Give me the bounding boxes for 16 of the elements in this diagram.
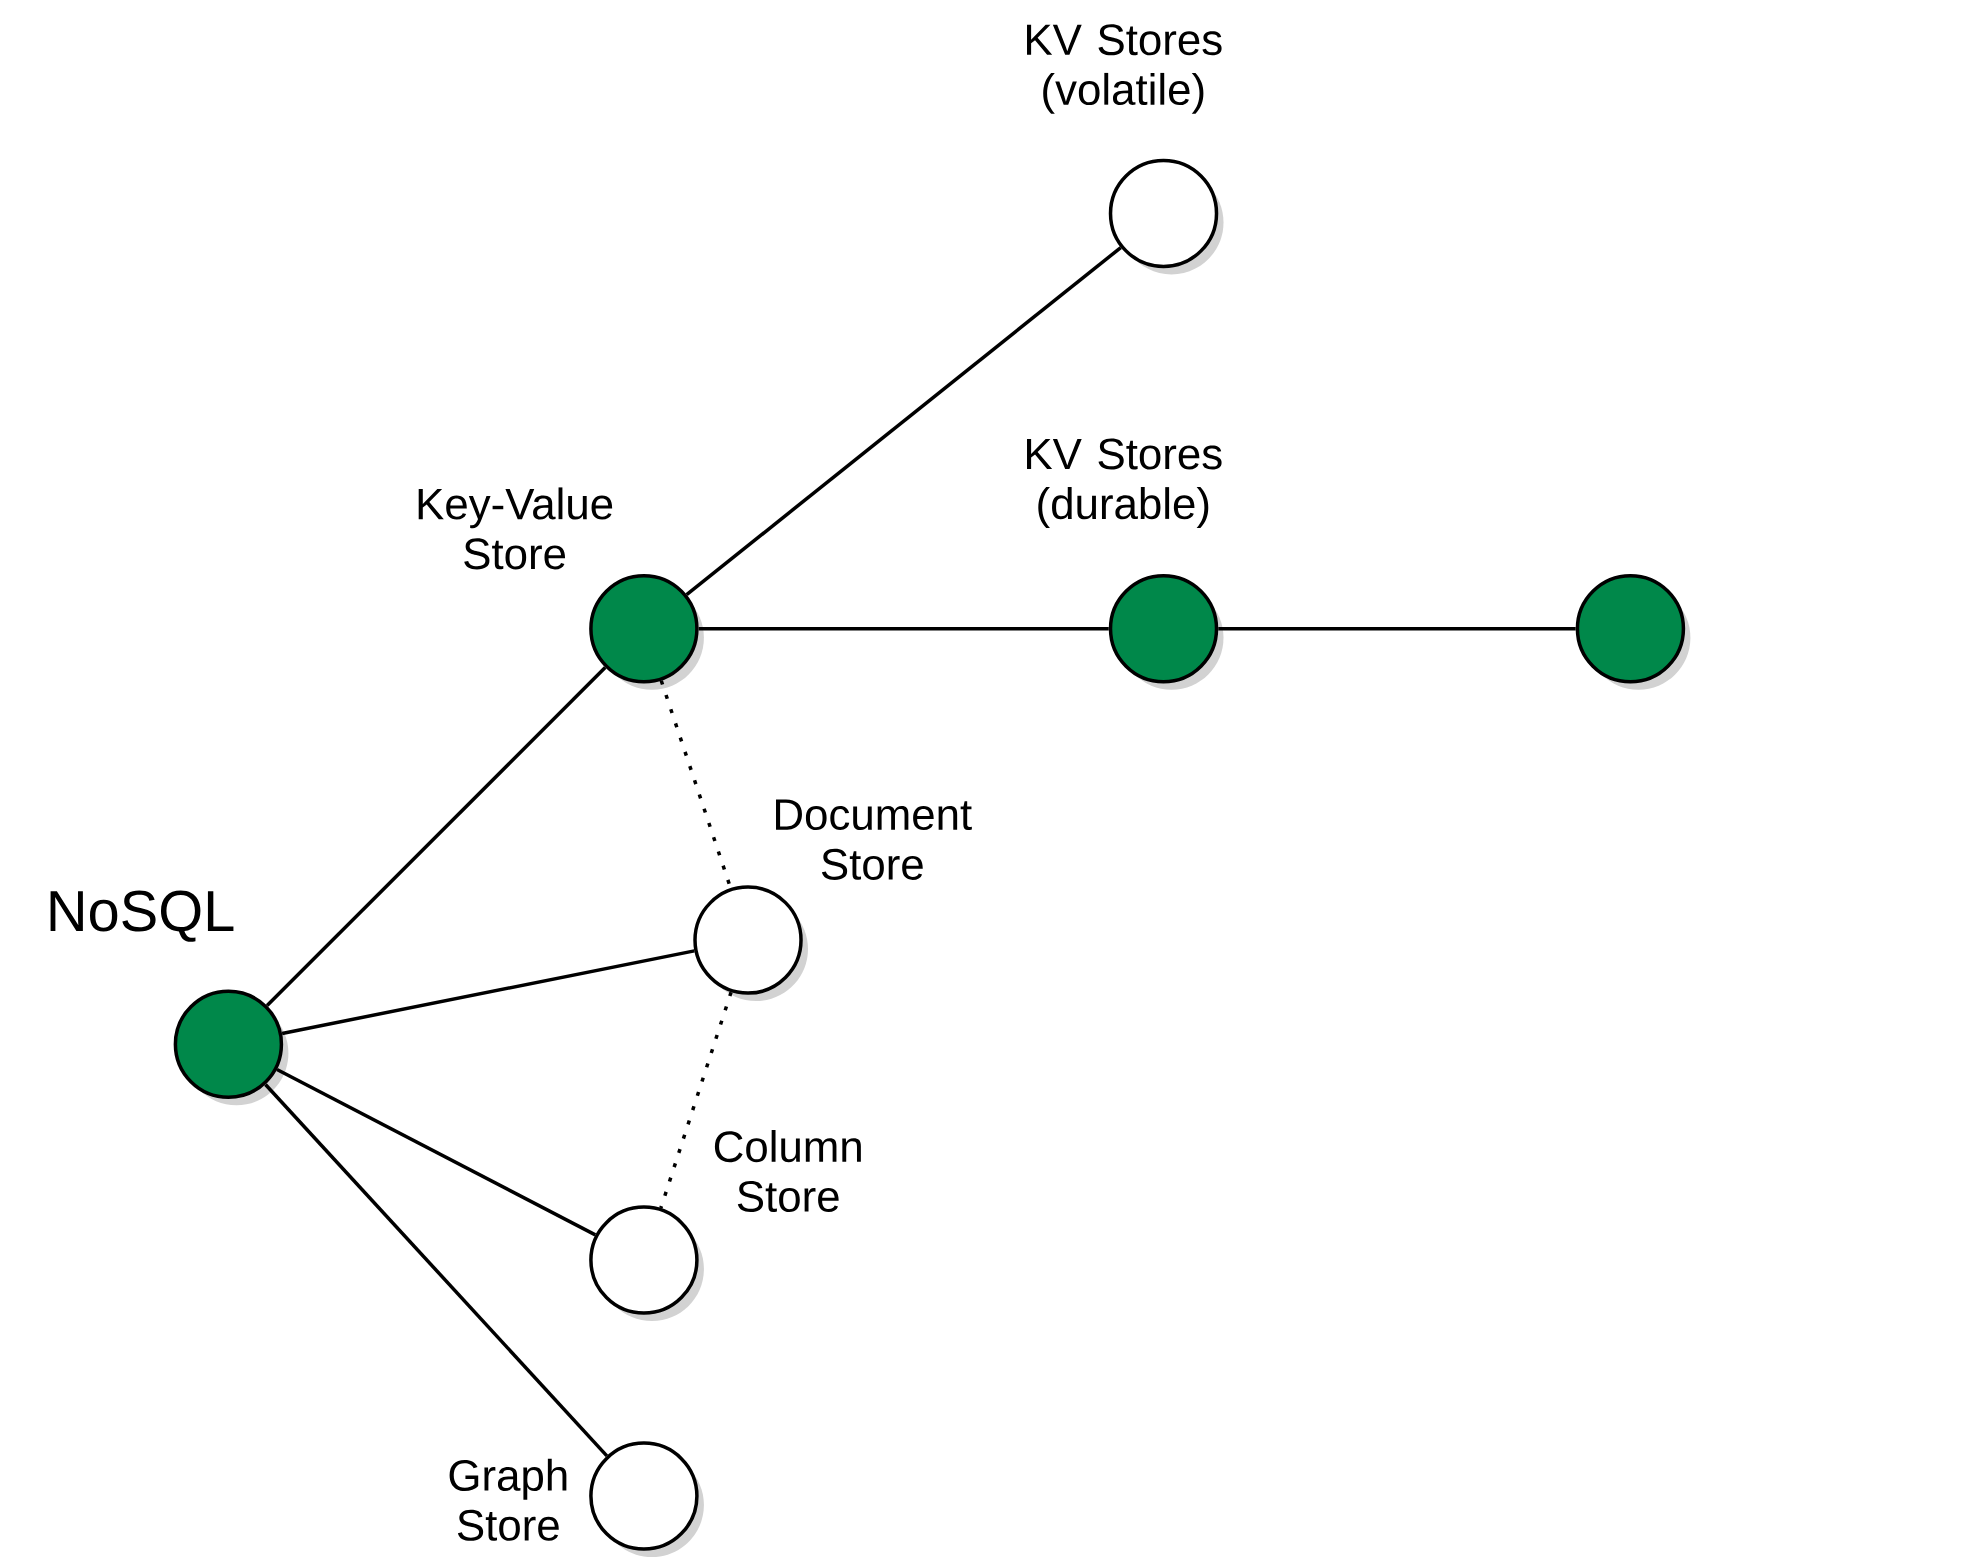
connector-line: [698, 627, 1109, 631]
circle-node: [1575, 574, 1691, 690]
connector-line: [264, 1083, 609, 1457]
connector-line: [281, 949, 695, 1036]
node-label: Document Store: [776, 799, 972, 880]
node-label: KV Stores (durable): [1027, 438, 1222, 528]
connector-line: [659, 991, 733, 1209]
connector-line: [685, 246, 1122, 596]
node-label: NoSQL: [50, 890, 234, 942]
connector-line: [1218, 627, 1576, 631]
node-label: Graph Store: [449, 1458, 567, 1541]
node-label: Column Store: [714, 1130, 861, 1212]
connector-line: [276, 1067, 597, 1237]
connector-line: [265, 666, 607, 1007]
node-label: Key-Value Store: [418, 487, 613, 570]
node-label: KV Stores (volatile): [1027, 24, 1222, 114]
